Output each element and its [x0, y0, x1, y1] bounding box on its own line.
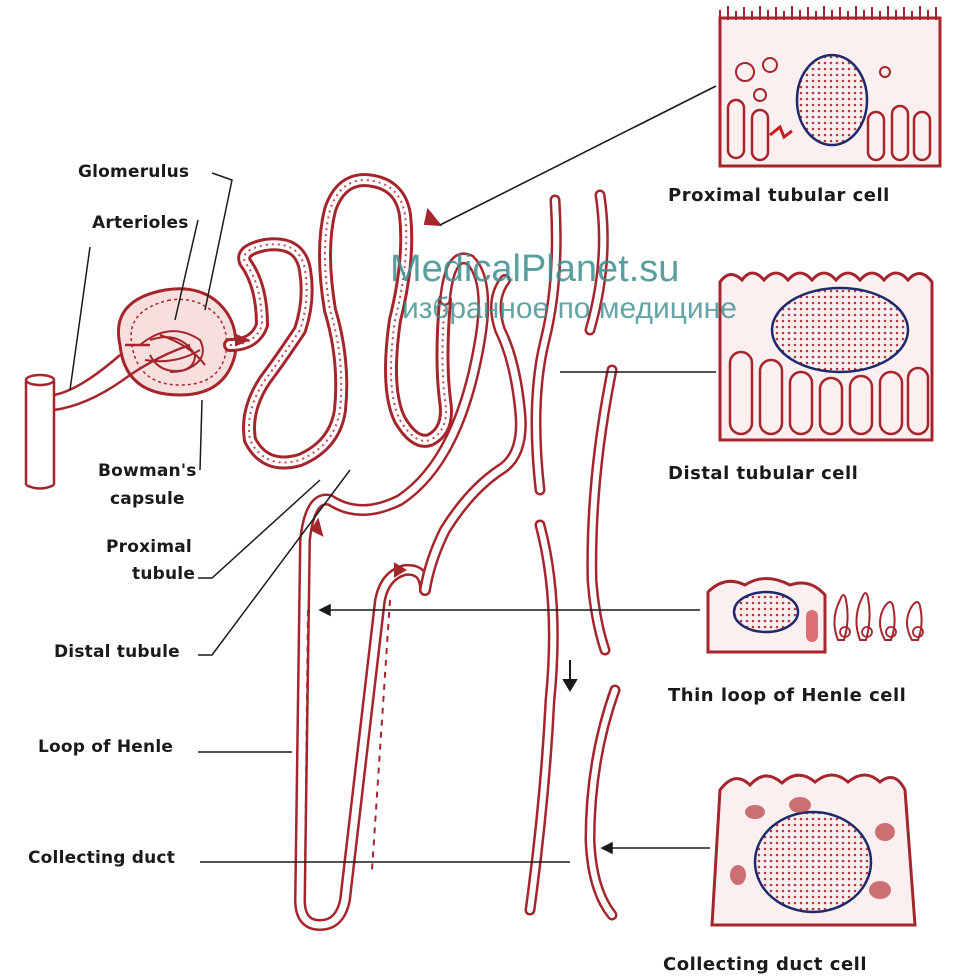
caption-thin-loop-cell: Thin loop of Henle cell [668, 685, 906, 706]
label-collecting-duct: Collecting duct [28, 848, 175, 868]
watermark-tagline: избранное по медицине [402, 292, 737, 326]
label-proximal-line1: Proximal [106, 537, 192, 557]
label-loop-of-henle: Loop of Henle [38, 737, 173, 757]
collecting-cell-illustration [712, 775, 915, 925]
distal-cell-illustration [720, 273, 932, 440]
label-glomerulus: Glomerulus [78, 162, 189, 182]
label-bowmans-line2: capsule [110, 489, 185, 509]
label-bowmans-line1: Bowman's [98, 461, 197, 481]
watermark-site: MedicalPlanet.su [390, 248, 679, 291]
proximal-cell-illustration [720, 6, 940, 166]
caption-collecting-cell: Collecting duct cell [663, 954, 867, 975]
caption-distal-cell: Distal tubular cell [668, 463, 858, 484]
label-proximal-line2: tubule [132, 564, 195, 584]
label-distal-tubule: Distal tubule [54, 642, 180, 662]
caption-proximal-cell: Proximal tubular cell [668, 185, 890, 206]
thin-loop-cell-illustration [708, 579, 923, 653]
label-arterioles: Arterioles [92, 213, 189, 233]
